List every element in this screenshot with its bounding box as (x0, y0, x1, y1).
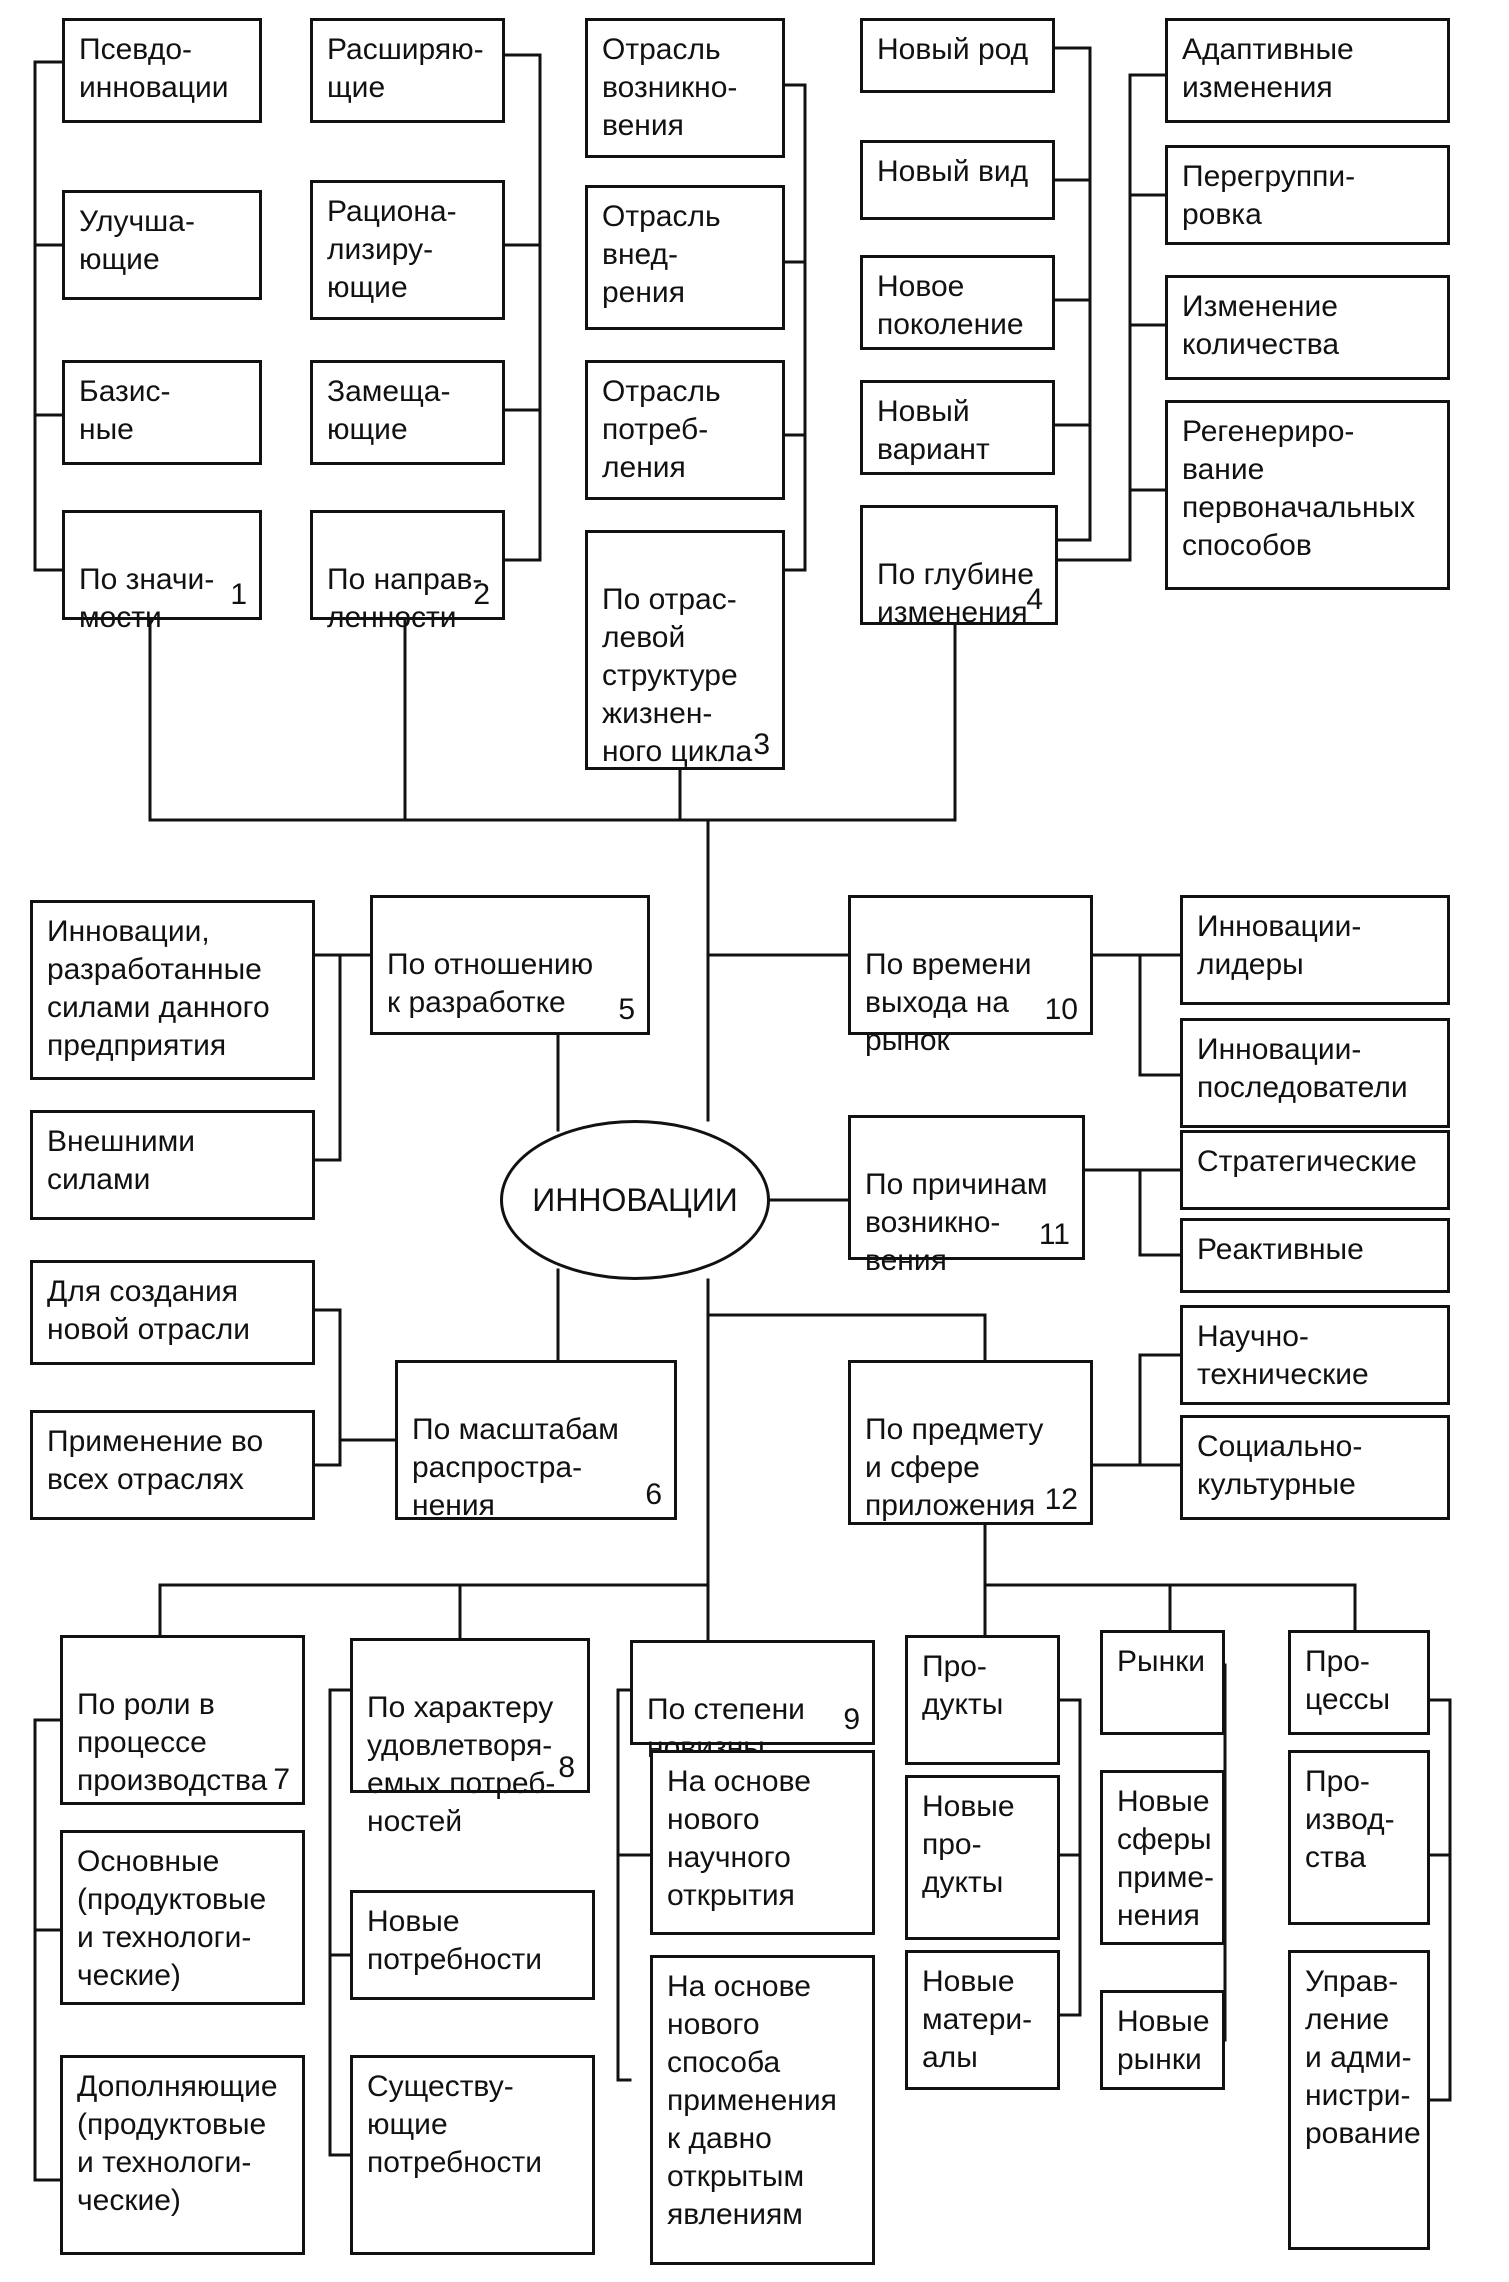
category-title: По значи- мости (79, 563, 215, 634)
node-new-needs: Новые потребности (350, 1890, 595, 2000)
node-management-administration: Управ- ление и адми- нистри- рование (1288, 1950, 1430, 2250)
category-depth-of-change: По глубине изменения 4 (860, 505, 1058, 629)
node-new-application-method: На основе нового способа применения к да… (650, 1955, 875, 2265)
node-new-discovery: На основе нового научного открытия (650, 1750, 875, 1935)
node-industry-implementation: Отрасль внед- рения (585, 185, 785, 330)
category-number: 12 (1044, 1483, 1078, 1516)
category-title: По масштабам распростра- нения (412, 1413, 619, 1522)
node-products: Про- дукты (905, 1635, 1060, 1765)
category-title: По отрас- левой структуре жизнен- ного ц… (602, 583, 753, 768)
node-pseudo-innovations: Псевдо- инновации (62, 18, 262, 123)
category-market-timing: По времени выхода на рынок 10 (848, 895, 1093, 1057)
node-substituting: Замеща- ющие (310, 360, 505, 465)
category-number: 9 (843, 1703, 860, 1736)
node-quantity-change: Изменение количества (1165, 275, 1450, 380)
node-scientific-technical: Научно- технические (1180, 1305, 1450, 1405)
node-regeneration: Регенериро- вание первоначальных способо… (1165, 400, 1450, 590)
category-causes: По причинам возникно- вения 11 (848, 1115, 1085, 1277)
category-title: По времени выхода на рынок (865, 948, 1032, 1057)
category-number: 6 (645, 1478, 662, 1511)
node-regrouping: Перегруппи- ровка (1165, 145, 1450, 245)
category-number: 1 (230, 578, 247, 611)
node-new-variant: Новый вариант (860, 380, 1055, 475)
node-new-generation: Новое поколение (860, 255, 1055, 350)
category-needs-character: По характеру удовлетворя- емых потреб- н… (350, 1638, 590, 1838)
category-number: 2 (473, 578, 490, 611)
node-processes: Про- цессы (1288, 1630, 1430, 1735)
node-strategic: Стратегические (1180, 1130, 1450, 1210)
category-title: По отношению к разработке (387, 948, 594, 1019)
node-adaptive-changes: Адаптивные изменения (1165, 18, 1450, 123)
category-subject-sphere: По предмету и сфере приложения 12 (848, 1360, 1093, 1525)
node-reactive: Реактивные (1180, 1218, 1450, 1293)
node-new-industry: Для создания новой отрасли (30, 1260, 315, 1365)
category-significance: По значи- мости 1 (62, 510, 262, 634)
node-followers: Инновации- последователи (1180, 1018, 1450, 1128)
category-novelty-degree: По степени новизны 9 (630, 1640, 875, 1764)
node-leaders: Инновации- лидеры (1180, 895, 1450, 1005)
node-productions: Про- извод- ства (1288, 1750, 1430, 1925)
category-title: По направ- ленности (327, 563, 483, 634)
node-new-species: Новый вид (860, 140, 1055, 220)
category-title: По глубине изменения (877, 558, 1034, 629)
category-number: 3 (753, 728, 770, 761)
node-internal-development: Инновации, разработанные силами данного … (30, 900, 315, 1080)
category-production-role: По роли в процессе производства 7 (60, 1635, 305, 1805)
category-lifecycle-structure: По отрас- левой структуре жизнен- ного ц… (585, 530, 785, 770)
category-title: По роли в процессе производства (77, 1688, 268, 1797)
node-supplementary-product-tech: Дополняющие (продуктовые и технологи- че… (60, 2055, 305, 2255)
category-number: 4 (1026, 583, 1043, 616)
category-title: По причинам возникно- вения (865, 1168, 1048, 1277)
node-new-products: Новые про- дукты (905, 1775, 1060, 1940)
category-title: По характеру удовлетворя- емых потреб- н… (367, 1691, 556, 1838)
node-basic: Базис- ные (62, 360, 262, 465)
node-improving: Улучша- ющие (62, 190, 262, 300)
node-new-materials: Новые матери- алы (905, 1950, 1060, 2090)
node-new-application-spheres: Новые сферы приме- нения (1100, 1770, 1225, 1945)
category-number: 8 (558, 1751, 575, 1784)
node-social-cultural: Социально- культурные (1180, 1415, 1450, 1520)
node-all-industries: Применение во всех отраслях (30, 1410, 315, 1520)
node-industry-consumption: Отрасль потреб- ления (585, 360, 785, 500)
node-existing-needs: Существу- ющие потребности (350, 2055, 595, 2255)
center-innovations: ИННОВАЦИИ (500, 1120, 770, 1280)
category-development-relation: По отношению к разработке 5 (370, 895, 650, 1035)
category-number: 11 (1038, 1218, 1070, 1251)
category-number: 10 (1044, 993, 1078, 1026)
category-scale: По масштабам распростра- нения 6 (395, 1360, 677, 1522)
category-title: По предмету и сфере приложения (865, 1413, 1044, 1522)
category-direction: По направ- ленности 2 (310, 510, 505, 634)
node-new-markets: Новые рынки (1100, 1990, 1225, 2090)
node-rationalizing: Рациона- лизиру- ющие (310, 180, 505, 320)
category-number: 5 (618, 993, 635, 1026)
node-industry-origin: Отрасль возникно- вения (585, 18, 785, 158)
node-main-product-tech: Основные (продуктовые и технологи- чески… (60, 1830, 305, 2005)
node-new-genus: Новый род (860, 18, 1055, 93)
node-expanding: Расширяю- щие (310, 18, 505, 123)
category-number: 7 (273, 1763, 290, 1796)
node-markets: Рынки (1100, 1630, 1225, 1735)
node-external-forces: Внешними силами (30, 1110, 315, 1220)
